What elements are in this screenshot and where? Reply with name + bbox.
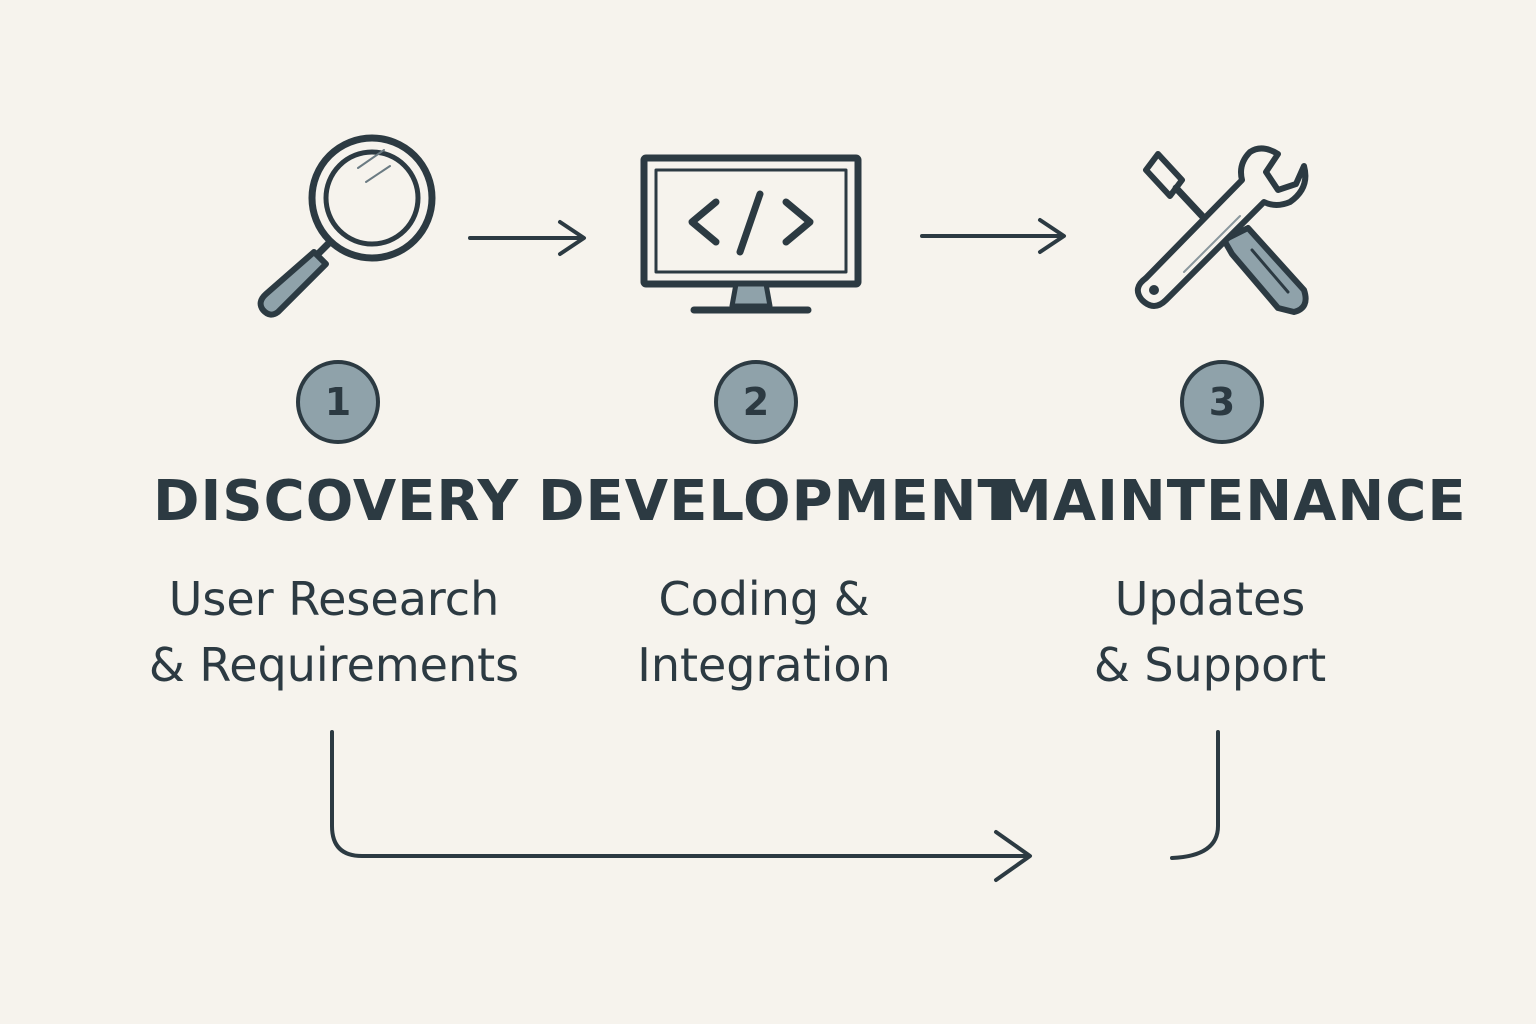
step-1-description-line-1: User Research	[168, 572, 500, 626]
step-3-number-badge: 3	[1180, 360, 1264, 444]
step-1-title: DISCOVERY	[152, 469, 520, 534]
step-2-description-line-2: Integration	[637, 638, 891, 692]
step-1-description: User Research & Requirements	[104, 566, 564, 698]
arrow-discovery-to-development	[468, 220, 586, 256]
step-3-title: MAINTENANCE	[996, 469, 1467, 534]
step-3-description: Updates & Support	[980, 566, 1440, 698]
step-1-description-line-2: & Requirements	[148, 638, 520, 692]
step-1-number-badge: 1	[296, 360, 380, 444]
code-monitor-icon	[640, 154, 862, 314]
feedback-loop-arrow	[330, 730, 1220, 882]
step-2-description-line-1: Coding &	[658, 572, 870, 626]
magnifying-glass-icon	[257, 134, 436, 318]
step-3-description-line-2: & Support	[1093, 638, 1327, 692]
step-3-description-line-1: Updates	[1114, 572, 1306, 626]
arrow-development-to-maintenance	[920, 218, 1066, 254]
step-2-description: Coding & Integration	[534, 566, 994, 698]
step-2-title: DEVELOPMENT	[538, 469, 1017, 534]
wrench-screwdriver-icon	[1134, 145, 1309, 315]
step-2-number-badge: 2	[714, 360, 798, 444]
